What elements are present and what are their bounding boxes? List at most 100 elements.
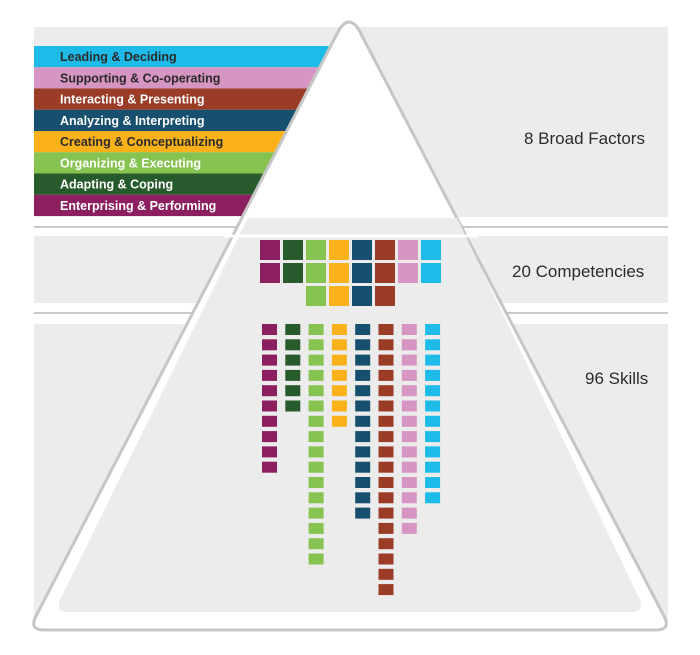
skill-square (378, 385, 394, 397)
factor-bands (34, 46, 441, 218)
skill-square (285, 385, 301, 397)
skill-square (308, 477, 324, 488)
skill-square (378, 507, 394, 519)
skill-square (331, 354, 347, 366)
skill-square (401, 461, 417, 473)
skill-square (285, 324, 301, 335)
competency-square (352, 263, 372, 283)
skill-square (331, 400, 347, 412)
skill-square (378, 492, 394, 504)
factor-band (34, 46, 441, 218)
skill-square (355, 431, 371, 443)
skill-square (355, 492, 371, 504)
skill-square (378, 354, 394, 366)
skill-square (262, 369, 277, 381)
skill-square (378, 339, 394, 351)
pyramid-inner (58, 218, 642, 612)
skill-square (308, 354, 324, 366)
skill-square (378, 538, 394, 550)
competency-square (421, 240, 441, 260)
skill-square (425, 477, 441, 488)
skill-square (401, 431, 417, 443)
competency-square (283, 263, 303, 283)
skill-square (378, 431, 394, 443)
skill-square (308, 415, 324, 427)
skill-square (425, 324, 441, 335)
competency-square (329, 263, 349, 283)
skill-square (308, 431, 324, 443)
factor-band (34, 67, 418, 218)
skill-square (401, 354, 417, 366)
competency-square (306, 286, 326, 306)
skill-square (262, 354, 277, 366)
competency-square (375, 263, 395, 283)
skill-square (331, 415, 347, 427)
skill-square (355, 507, 371, 519)
skill-square (355, 324, 371, 335)
skill-square (262, 324, 277, 335)
factor-label: Creating & Conceptualizing (60, 135, 223, 149)
skill-square (401, 339, 417, 351)
skill-square (331, 324, 347, 335)
skill-square (308, 400, 324, 412)
skill-square (401, 369, 417, 381)
skill-square (308, 324, 324, 335)
skill-square (262, 400, 277, 412)
skill-square (401, 522, 417, 534)
skill-square (378, 522, 394, 534)
skill-square (401, 446, 417, 458)
skill-square (308, 339, 324, 351)
competency-square (352, 240, 372, 260)
skill-square (285, 354, 301, 366)
skill-square (425, 369, 441, 381)
factor-band (34, 173, 306, 218)
skill-square (401, 415, 417, 427)
skill-square (378, 461, 394, 473)
skill-square (355, 369, 371, 381)
skill-square (401, 385, 417, 397)
competency-square (306, 263, 326, 283)
factor-band (34, 88, 398, 218)
skill-square (331, 339, 347, 351)
skill-square (331, 385, 347, 397)
skill-square (262, 461, 277, 473)
skill-square (355, 339, 371, 351)
factor-label: Organizing & Executing (60, 156, 201, 170)
factor-label: Enterprising & Performing (60, 199, 216, 213)
competency-square (260, 263, 280, 283)
factor-label: Leading & Deciding (60, 50, 177, 64)
factor-band (34, 109, 376, 218)
competency-square (306, 240, 326, 260)
skill-square (308, 369, 324, 381)
skill-square (378, 324, 394, 335)
skill-square (378, 400, 394, 412)
skill-columns (262, 324, 441, 596)
competency-square (329, 240, 349, 260)
skill-square (285, 400, 301, 412)
skill-square (262, 446, 277, 458)
skill-square (308, 538, 324, 550)
tier-label-skills: 96 Skills (585, 369, 648, 388)
skill-square (425, 354, 441, 366)
competency-square (398, 263, 418, 283)
factor-label: Interacting & Presenting (60, 93, 204, 107)
factor-band (34, 194, 284, 218)
skill-square (425, 400, 441, 412)
competency-square (421, 263, 441, 283)
skill-square (285, 339, 301, 351)
competency-square (375, 286, 395, 306)
skill-square (262, 385, 277, 397)
skill-square (425, 431, 441, 443)
skill-square (401, 400, 417, 412)
skill-square (355, 385, 371, 397)
factor-label: Analyzing & Interpreting (60, 114, 204, 128)
skill-square (401, 492, 417, 504)
skill-square (262, 415, 277, 427)
skill-square (378, 369, 394, 381)
competency-square (398, 240, 418, 260)
skill-square (425, 415, 441, 427)
competency-grid (260, 240, 441, 306)
skill-square (308, 522, 324, 534)
